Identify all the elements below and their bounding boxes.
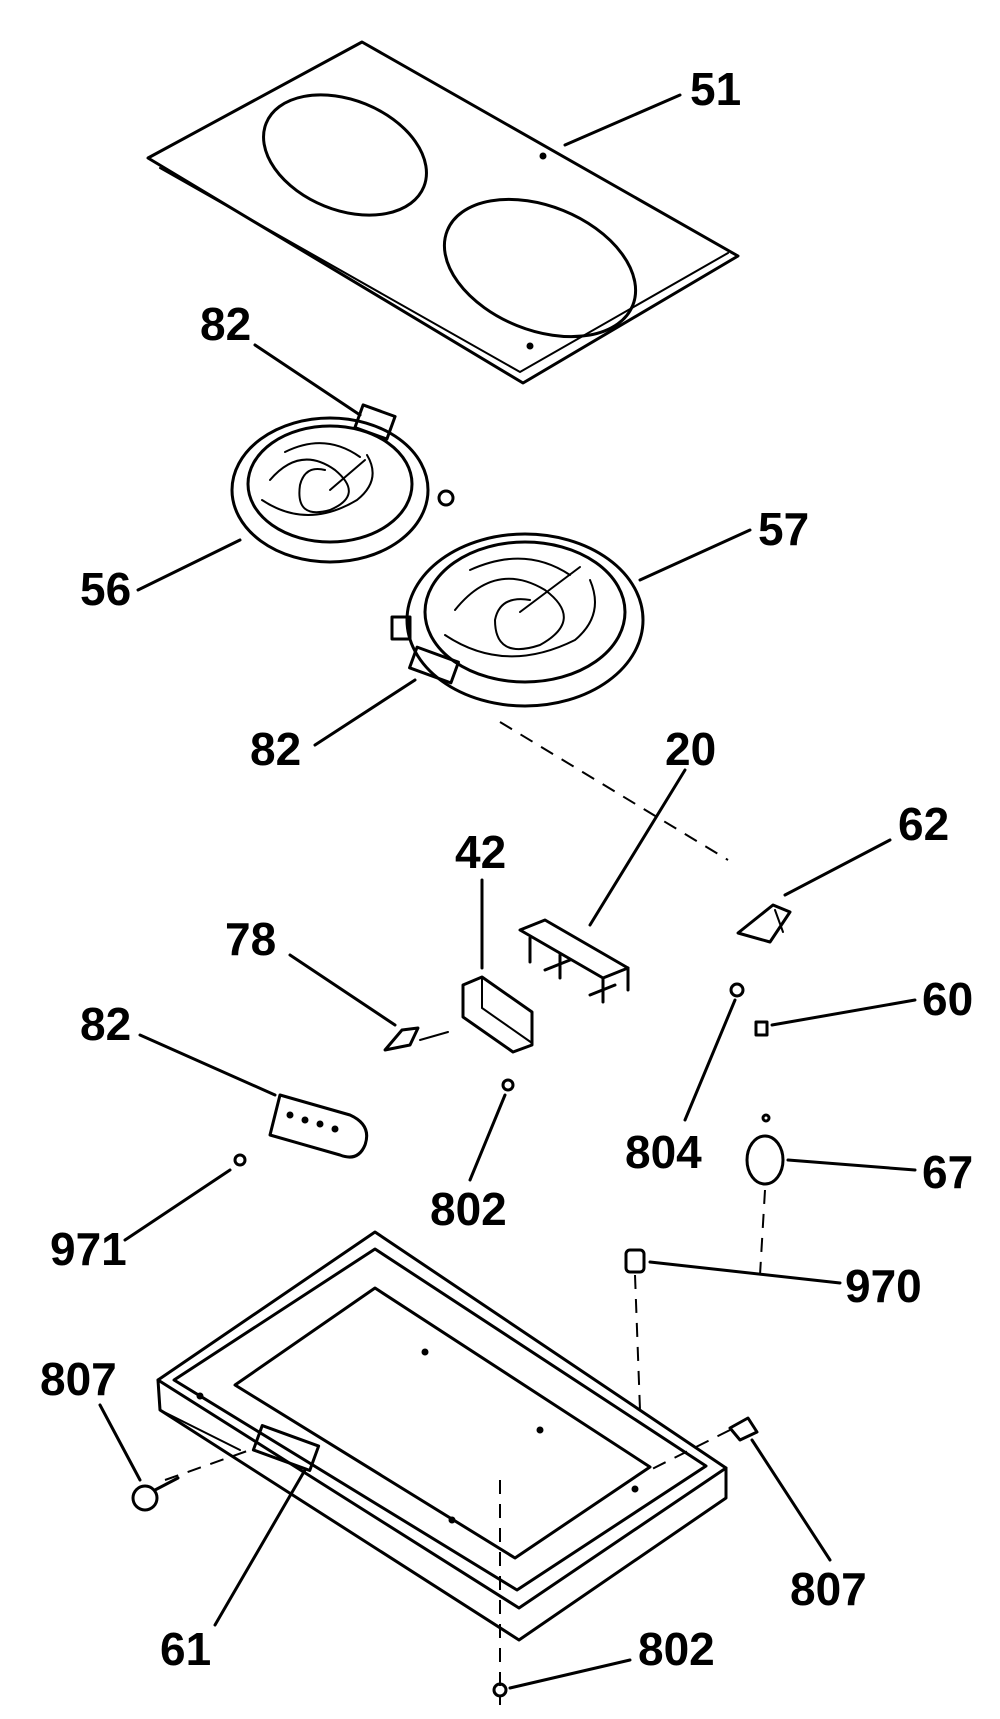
- washer: [729, 982, 745, 998]
- label-56: 56: [80, 563, 131, 615]
- label-82-mid: 82: [250, 723, 301, 775]
- leader-82c: [138, 1033, 277, 1097]
- label-971: 971: [50, 1223, 127, 1275]
- leader-62: [783, 838, 892, 897]
- label-807-right: 807: [790, 1563, 867, 1615]
- leader-804: [683, 998, 737, 1122]
- alignment-line-screw-left: [164, 1449, 251, 1481]
- leader-61: [213, 1468, 307, 1627]
- leader-82b: [313, 678, 417, 747]
- leader-20: [588, 768, 687, 927]
- leader-78: [288, 953, 397, 1027]
- cooktop-glass-top: [146, 40, 740, 385]
- small-surface-element: [230, 403, 455, 564]
- screw-807-left: [131, 1476, 180, 1512]
- alignment-line-grommet: [759, 1189, 766, 1276]
- leader-807a: [98, 1403, 142, 1482]
- label-57: 57: [758, 503, 809, 555]
- label-802-bottom: 802: [638, 1623, 715, 1675]
- burner-box: [156, 1230, 728, 1642]
- label-78: 78: [225, 913, 276, 965]
- leader-57: [638, 528, 752, 582]
- screw-971: [233, 1153, 247, 1167]
- nut: [754, 1020, 769, 1037]
- bracket: [518, 918, 630, 1004]
- leader-802a: [468, 1093, 507, 1182]
- label-67: 67: [922, 1146, 973, 1198]
- alignment-line-upper: [499, 721, 729, 861]
- leader-970: [648, 1260, 842, 1285]
- leader-67: [786, 1158, 917, 1172]
- grommet: [745, 1113, 785, 1186]
- clip-nut: [624, 1248, 646, 1274]
- label-51: 51: [690, 63, 741, 115]
- clip: [736, 903, 792, 944]
- screw-small-upper: [501, 1078, 515, 1092]
- leader-971: [123, 1168, 232, 1242]
- screw-807-right: [728, 1416, 759, 1442]
- label-970: 970: [845, 1260, 922, 1312]
- large-surface-element: [390, 532, 645, 708]
- label-82-top: 82: [200, 298, 251, 350]
- label-20: 20: [665, 723, 716, 775]
- leader-56: [136, 538, 242, 592]
- terminal-block: [268, 1093, 369, 1159]
- leader-51: [563, 93, 682, 147]
- leader-807b: [750, 1438, 832, 1562]
- screw-802-bottom: [492, 1682, 508, 1698]
- connector: [383, 1026, 449, 1052]
- label-42: 42: [455, 826, 506, 878]
- plate: [461, 975, 534, 1054]
- label-804: 804: [625, 1126, 702, 1178]
- label-61: 61: [160, 1623, 211, 1675]
- leader-802b: [508, 1658, 632, 1690]
- alignment-line-clip-nut: [634, 1274, 641, 1411]
- label-62: 62: [898, 798, 949, 850]
- alignment-line-screw-right: [649, 1429, 731, 1471]
- leader-82a: [253, 343, 362, 417]
- label-82-lower: 82: [80, 998, 131, 1050]
- leader-60: [770, 998, 917, 1027]
- label-802-mid: 802: [430, 1183, 507, 1235]
- label-807-left: 807: [40, 1353, 117, 1405]
- label-60: 60: [922, 973, 973, 1025]
